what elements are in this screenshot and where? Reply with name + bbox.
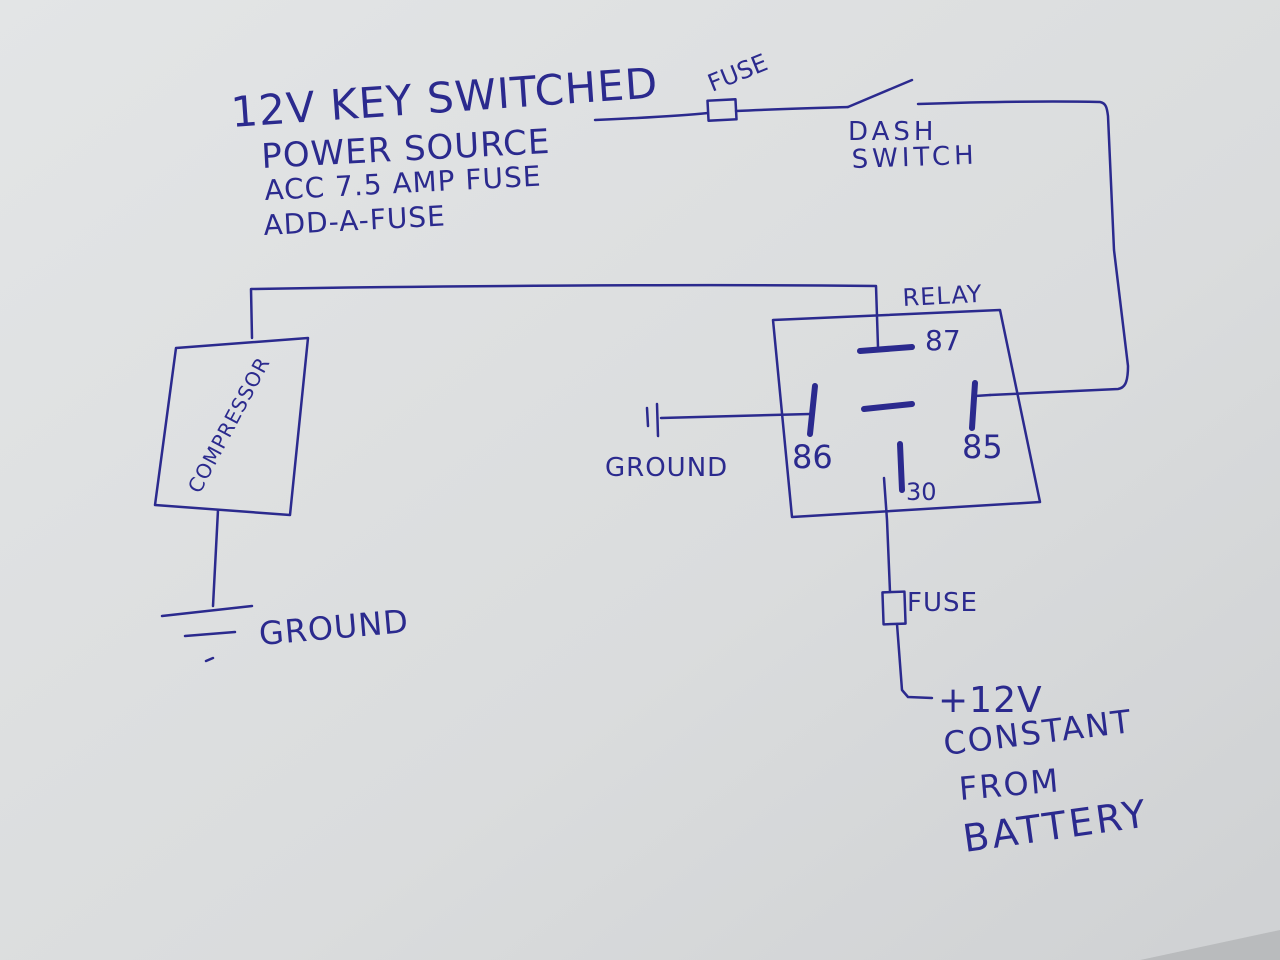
relay-label: RELAY [902, 280, 983, 312]
paper-shadow [1140, 930, 1280, 960]
dash-label-line1: DASH [848, 117, 937, 147]
fuse-bottom-label: FUSE [907, 588, 978, 618]
fuse-bottom-symbol [881, 590, 907, 626]
relay-pin-87 [857, 344, 915, 354]
compressor-box [153, 336, 310, 517]
wire-source-to-fuse [593, 111, 710, 122]
dash-label-line2: SWITCH [851, 141, 978, 175]
battery-label-line3: FROM [957, 761, 1061, 808]
wire-compressor-to-ground [211, 508, 220, 608]
ground-symbol-relay [645, 402, 660, 438]
dash-switch-symbol [846, 78, 914, 109]
ground-symbol-compressor [160, 604, 254, 663]
wire-fuse-to-battery [895, 622, 934, 700]
wire-into-85 [973, 393, 992, 398]
wire-87-to-compressor [249, 283, 880, 349]
pin-85-label: 85 [962, 428, 1003, 466]
wire-30-to-fuse [882, 476, 892, 594]
wire-fuse-to-switch [734, 105, 850, 113]
relay-pin-86 [807, 383, 818, 437]
pin-30-label: 30 [906, 478, 937, 506]
ground-relay-label: GROUND [605, 453, 728, 483]
relay-box [771, 308, 1042, 519]
wire-86-to-ground [659, 412, 812, 420]
pin-87-label: 87 [925, 324, 961, 357]
battery-label-line1: +12V [938, 680, 1043, 721]
relay-pin-85 [969, 380, 978, 431]
relay-pin-30 [897, 441, 905, 493]
wire-switch-to-85 [916, 100, 1130, 397]
relay-pin-center [861, 401, 915, 412]
fuse-top-symbol [706, 98, 738, 122]
pin-86-label: 86 [792, 438, 833, 476]
